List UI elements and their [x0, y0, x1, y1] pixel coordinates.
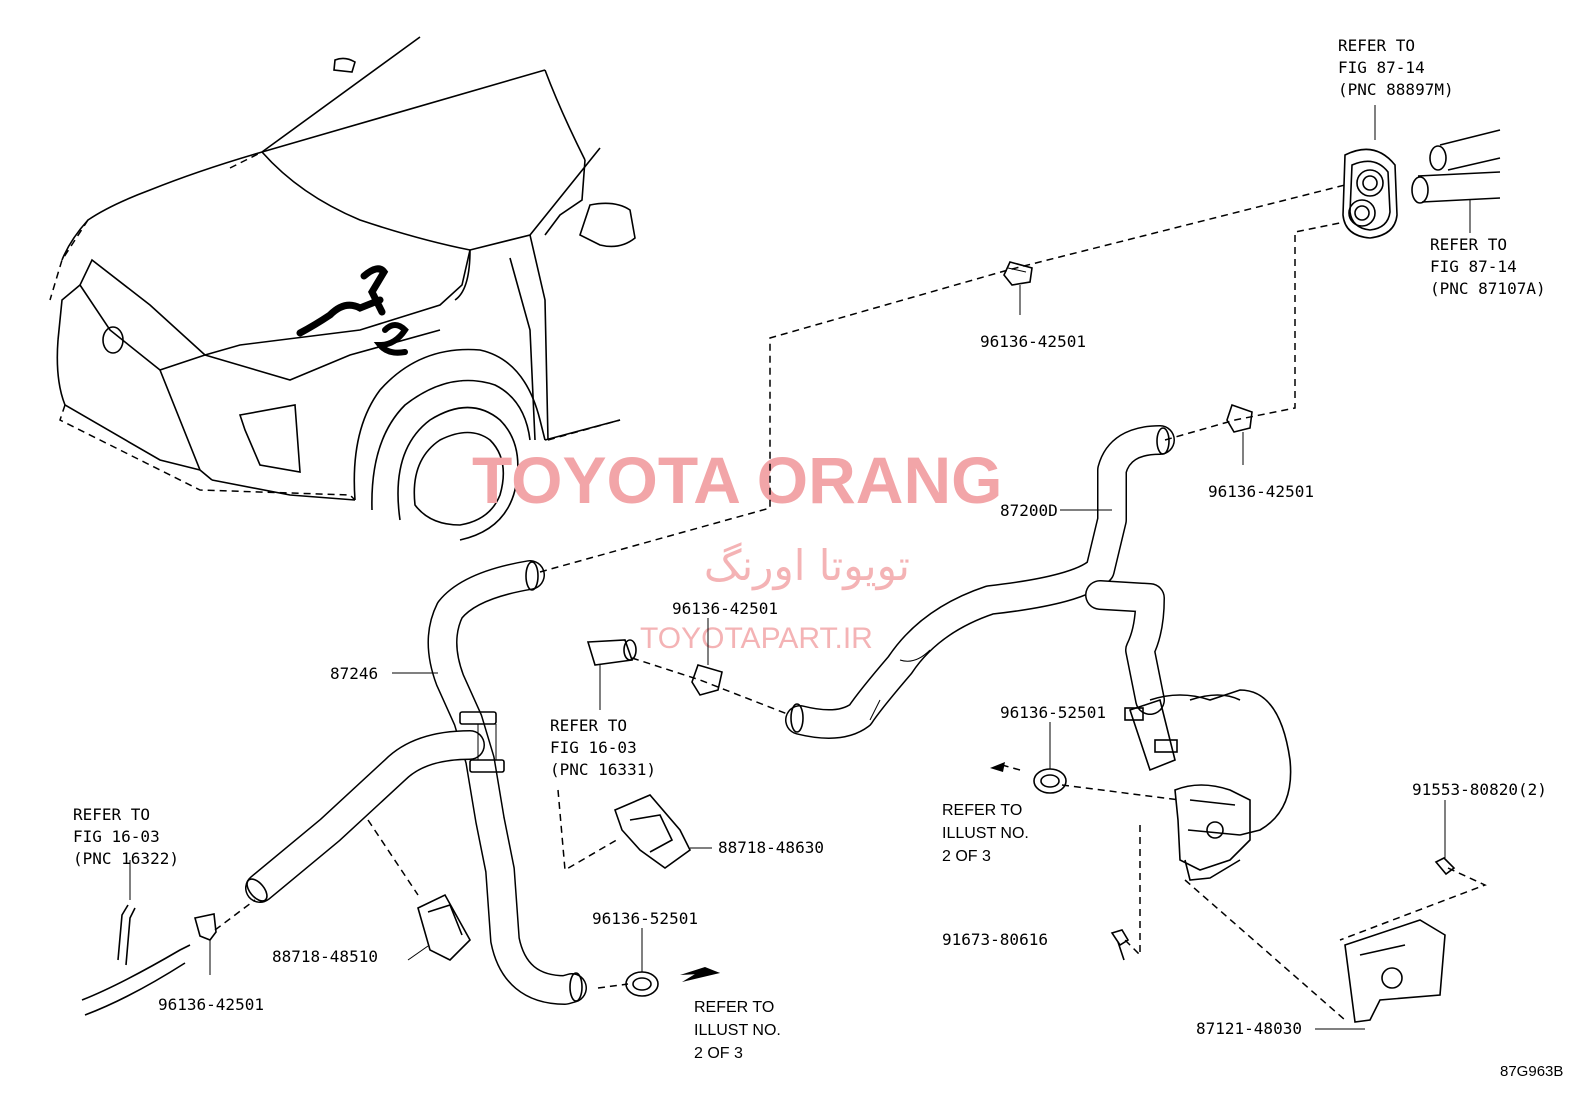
clamp-96136-42501-top — [1003, 261, 1033, 315]
label-96136-42501-mid[interactable]: 96136-42501 — [672, 599, 778, 618]
pipe-fig1603-left — [81, 860, 191, 1016]
ref-line: FIG 16-03 — [73, 827, 160, 846]
watermark: TOYOTA ORANG تویوتا اورنگ TOYOTAPART.IR — [472, 443, 1002, 655]
label-96136-42501-top[interactable]: 96136-42501 — [980, 332, 1086, 351]
ref-line: REFER TO — [1338, 36, 1415, 55]
ref-line: FIG 87-14 — [1430, 257, 1517, 276]
ref-illust-bottom: REFER TO ILLUST NO. 2 OF 3 — [694, 999, 781, 1062]
pipe-fig1603-mid — [586, 639, 637, 710]
label-96136-42501-left[interactable]: 96136-42501 — [158, 995, 264, 1014]
hose-87246 — [245, 560, 587, 1005]
label-96136-52501-bottom[interactable]: 96136-52501 — [592, 909, 698, 928]
ref-line: (PNC 88897M) — [1338, 80, 1454, 99]
watermark-title: TOYOTA ORANG — [472, 443, 1002, 517]
hose-87200d — [785, 425, 1175, 739]
ref-line: FIG 16-03 — [550, 738, 637, 757]
ref-line: REFER TO — [942, 802, 1022, 819]
water-valve-assembly — [1124, 689, 1292, 881]
label-87246[interactable]: 87246 — [330, 664, 378, 683]
label-91553-80820[interactable]: 91553-80820(2) — [1412, 780, 1547, 799]
ref-line: FIG 87-14 — [1338, 58, 1425, 77]
clamp-96136-42501-left — [194, 913, 217, 975]
ref-line: 2 OF 3 — [942, 848, 991, 865]
bolt-91553-80820 — [1434, 800, 1456, 876]
ref-line: REFER TO — [550, 716, 627, 735]
ref-line: ILLUST NO. — [694, 1022, 781, 1039]
grommet-and-pipes — [1342, 105, 1501, 239]
part-labels: 87246 87200D 96136-42501 96136-42501 961… — [158, 332, 1547, 1038]
ref-line: (PNC 87107A) — [1430, 279, 1546, 298]
ref-line: 2 OF 3 — [694, 1045, 743, 1062]
clamp-96136-42501-mid — [691, 618, 723, 696]
ref-line: (PNC 16322) — [73, 849, 179, 868]
label-88718-48630[interactable]: 88718-48630 — [718, 838, 824, 857]
clamp-96136-52501-bottom — [625, 928, 659, 997]
bolt-91673-80616 — [1110, 929, 1130, 961]
label-96136-42501-right[interactable]: 96136-42501 — [1208, 482, 1314, 501]
label-87121-48030[interactable]: 87121-48030 — [1196, 1019, 1302, 1038]
ref-line: REFER TO — [1430, 235, 1507, 254]
ref-fig1603-mid: REFER TO FIG 16-03 (PNC 16331) — [550, 716, 656, 779]
label-88718-48510[interactable]: 88718-48510 — [272, 947, 378, 966]
watermark-url: TOYOTAPART.IR — [640, 622, 873, 655]
watermark-persian: تویوتا اورنگ — [704, 541, 910, 590]
diagram-code: 87G963B — [1500, 1063, 1563, 1080]
clamp-96136-52501-right — [1033, 722, 1067, 794]
ref-fig8714-right: REFER TO FIG 87-14 (PNC 87107A) — [1430, 235, 1546, 298]
label-leaders — [392, 509, 1112, 674]
ref-line: REFER TO — [694, 999, 774, 1016]
ref-line: ILLUST NO. — [942, 825, 1029, 842]
car-front-illustration — [49, 36, 636, 541]
ref-illust-right: REFER TO ILLUST NO. 2 OF 3 — [942, 802, 1029, 865]
label-96136-52501-right[interactable]: 96136-52501 — [1000, 703, 1106, 722]
ref-line: REFER TO — [73, 805, 150, 824]
bracket-87121-48030 — [1315, 919, 1446, 1030]
label-91673-80616[interactable]: 91673-80616 — [942, 930, 1048, 949]
direction-arrows — [680, 762, 1021, 982]
label-87200d[interactable]: 87200D — [1000, 501, 1058, 520]
ref-line: (PNC 16331) — [550, 760, 656, 779]
ref-fig1603-left: REFER TO FIG 16-03 (PNC 16322) — [73, 805, 179, 868]
bracket-88718-48510 — [407, 893, 471, 961]
clamp-96136-42501-right — [1226, 403, 1253, 465]
bracket-88718-48630 — [613, 794, 712, 869]
dashed-leaders — [214, 184, 1487, 1021]
ref-fig8714-top: REFER TO FIG 87-14 (PNC 88897M) — [1338, 36, 1454, 99]
